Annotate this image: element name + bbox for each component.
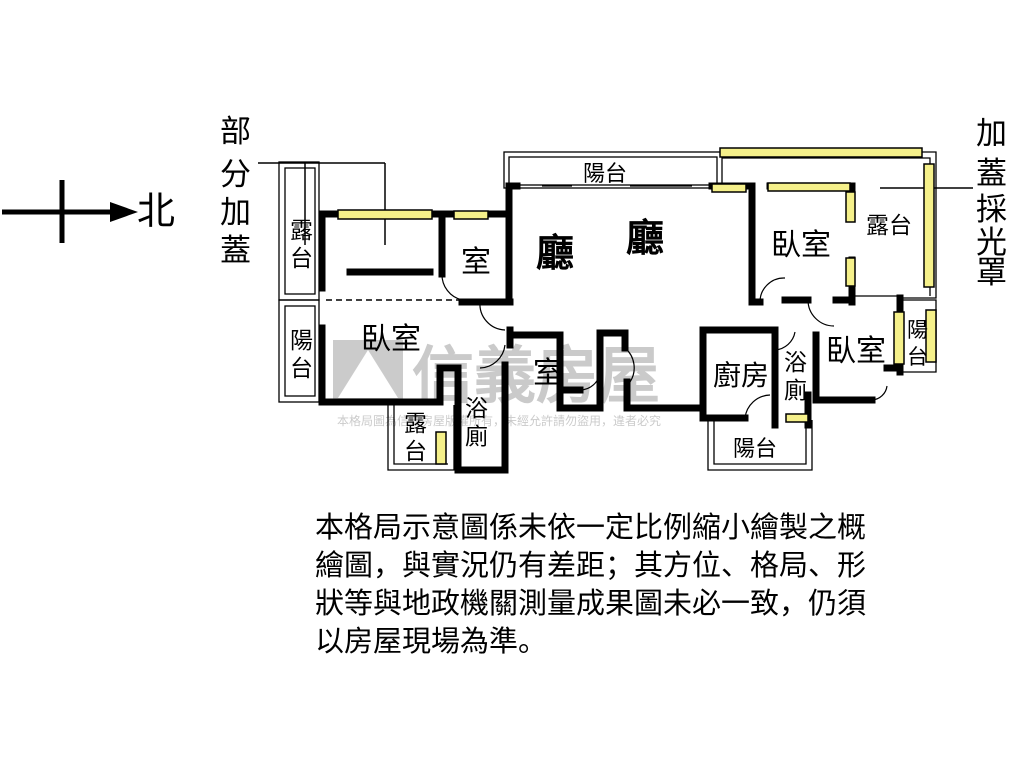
north-label: 北 xyxy=(137,189,175,233)
room-labels: 陽台 廳 廳 臥室 露台 露 台 室 陽 台 臥室 室 浴 廁 露 台 廚房 浴… xyxy=(290,162,928,465)
kitchen-label: 廚房 xyxy=(713,359,769,392)
bedroom-w-label: 臥室 xyxy=(361,322,421,357)
balcony-w-label-1: 陽 xyxy=(290,328,313,354)
svg-text:蓋: 蓋 xyxy=(976,156,1007,192)
svg-text:光: 光 xyxy=(976,225,1007,261)
balcony-w-label-2: 台 xyxy=(290,356,313,382)
svg-text:加: 加 xyxy=(976,116,1007,152)
svg-text:加: 加 xyxy=(220,195,251,231)
disclaimer-text: 本格局示意圖係未依一定比例縮小繪製之概 繪圖，與實況仍有差距；其方位、格局、形 … xyxy=(315,508,935,660)
svg-text:分: 分 xyxy=(220,157,251,193)
small-room-label: 室 xyxy=(461,245,491,280)
svg-text:部: 部 xyxy=(220,114,251,150)
bath-w-label-1: 浴 xyxy=(465,396,488,422)
watermark-brand: 信義房屋 xyxy=(412,342,660,411)
disclaimer-line: 繪圖，與實況仍有差距；其方位、格局、形 xyxy=(315,548,867,582)
sliding-doors xyxy=(542,185,897,297)
disclaimer-line: 本格局示意圖係未依一定比例縮小繪製之概 xyxy=(315,510,867,544)
terrace-s-label-1: 露 xyxy=(404,411,427,437)
svg-text:蓋: 蓋 xyxy=(220,233,251,269)
watermark-note: 本格局圖為信義房屋版權所有，未經允許請勿盜用，違者必究 xyxy=(337,413,661,428)
door-swings xyxy=(441,273,888,419)
bedroom-ne-label: 臥室 xyxy=(771,228,831,263)
skylight-bands xyxy=(337,147,937,465)
skylight-addition-label: 加 蓋 採 光 罩 xyxy=(880,116,1007,291)
terrace-ne-label: 露台 xyxy=(866,213,912,239)
terrace-w-label-2: 台 xyxy=(290,246,313,272)
balcony-e-label-1: 陽 xyxy=(907,318,928,342)
balcony-e-label-2: 台 xyxy=(907,345,928,369)
partial-addition-label: 部 分 加 蓋 xyxy=(220,114,386,269)
disclaimer-line: 狀等與地政機關測量成果圖未必一致，仍須 xyxy=(315,586,867,620)
terrace-s-label-2: 台 xyxy=(404,439,427,465)
balcony-s-label: 陽台 xyxy=(733,437,777,462)
room-center-label: 室 xyxy=(533,356,563,391)
north-arrow: 北 xyxy=(2,180,175,243)
svg-text:罩: 罩 xyxy=(976,255,1007,291)
living-label-2: 廳 xyxy=(626,215,664,260)
disclaimer-line: 以房屋現場為準。 xyxy=(315,624,548,658)
balcony-top-label: 陽台 xyxy=(583,162,627,187)
terrace-w-label-1: 露 xyxy=(290,218,313,244)
living-label-1: 廳 xyxy=(536,230,574,275)
bath-e-label-2: 廁 xyxy=(784,378,807,404)
watermark: 信義房屋 本格局圖為信義房屋版權所有，未經允許請勿盜用，違者必究 xyxy=(333,340,661,428)
bedroom-e-label: 臥室 xyxy=(826,334,886,369)
svg-text:採: 採 xyxy=(976,192,1007,228)
bath-w-label-2: 廁 xyxy=(465,424,488,450)
bath-e-label-1: 浴 xyxy=(784,350,807,376)
